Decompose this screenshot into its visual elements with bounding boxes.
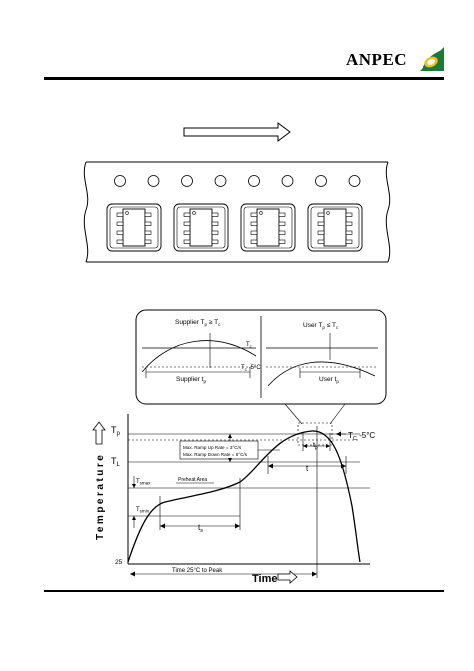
inset-right-bottom: User tp bbox=[319, 376, 339, 384]
anpec-logo-icon bbox=[420, 47, 444, 71]
time-to-peak-label: Time 25°C to Peak bbox=[172, 568, 223, 574]
sprocket-hole bbox=[114, 175, 126, 187]
t-label: t bbox=[306, 464, 309, 473]
header-rule bbox=[44, 77, 444, 80]
arrow-right-small-icon bbox=[277, 570, 298, 584]
sprocket-hole bbox=[214, 175, 227, 187]
sprocket-hole bbox=[281, 175, 294, 187]
footer-rule bbox=[44, 590, 444, 592]
tp-time-label: tp bbox=[313, 442, 318, 451]
tsmax-label: Tsmax bbox=[136, 479, 151, 486]
ramp-up-label: Max. Ramp Up Rate = 3°C/s bbox=[183, 445, 242, 450]
tp-axis-label: Tp bbox=[111, 425, 121, 437]
component-pocket bbox=[307, 203, 363, 252]
inset-left-title: Supplier Tp ≥ Tc bbox=[175, 319, 221, 327]
brand-name: ANPEC bbox=[346, 50, 408, 69]
y-axis-title: Temperature bbox=[95, 453, 106, 540]
sprocket-hole bbox=[181, 175, 193, 187]
ts-label: ts bbox=[198, 523, 203, 534]
component-pockets bbox=[106, 203, 363, 252]
sprocket-holes bbox=[114, 175, 361, 187]
inset-left-bottom: Supplier tp bbox=[176, 376, 206, 384]
x-axis-title: Time bbox=[252, 573, 277, 585]
reflow-profile-diagram: Supplier Tp ≥ Tc Supplier tp User Tp ≤ T… bbox=[92, 309, 387, 585]
sprocket-hole bbox=[348, 175, 361, 187]
inset-tc-label: Tc bbox=[246, 342, 253, 349]
tc5-main-label: TC -5°C bbox=[348, 431, 375, 442]
tl-axis-label: TL bbox=[111, 456, 121, 468]
sprocket-hole bbox=[147, 175, 160, 187]
inset-tc5-label: Tc -5°C bbox=[241, 365, 261, 372]
arrow-up-icon bbox=[92, 421, 106, 445]
sprocket-hole bbox=[248, 175, 260, 187]
tape-outline bbox=[83, 161, 391, 263]
sprocket-hole bbox=[315, 175, 327, 187]
y-min-label: 25 bbox=[115, 559, 123, 566]
preheat-label: Preheat Area bbox=[178, 477, 207, 483]
component-pocket bbox=[173, 203, 229, 252]
inset-right-title: User Tp ≤ Tc bbox=[303, 322, 339, 330]
profile-curve bbox=[127, 430, 361, 563]
tsmin-label: Tsmin bbox=[136, 507, 150, 514]
carrier-tape-diagram bbox=[83, 122, 391, 263]
ramp-down-label: Max. Ramp Down Rate = 6°C/s bbox=[183, 452, 248, 457]
component-pocket bbox=[240, 203, 296, 252]
component-pocket bbox=[106, 203, 162, 252]
arrow-right-icon bbox=[183, 122, 291, 142]
